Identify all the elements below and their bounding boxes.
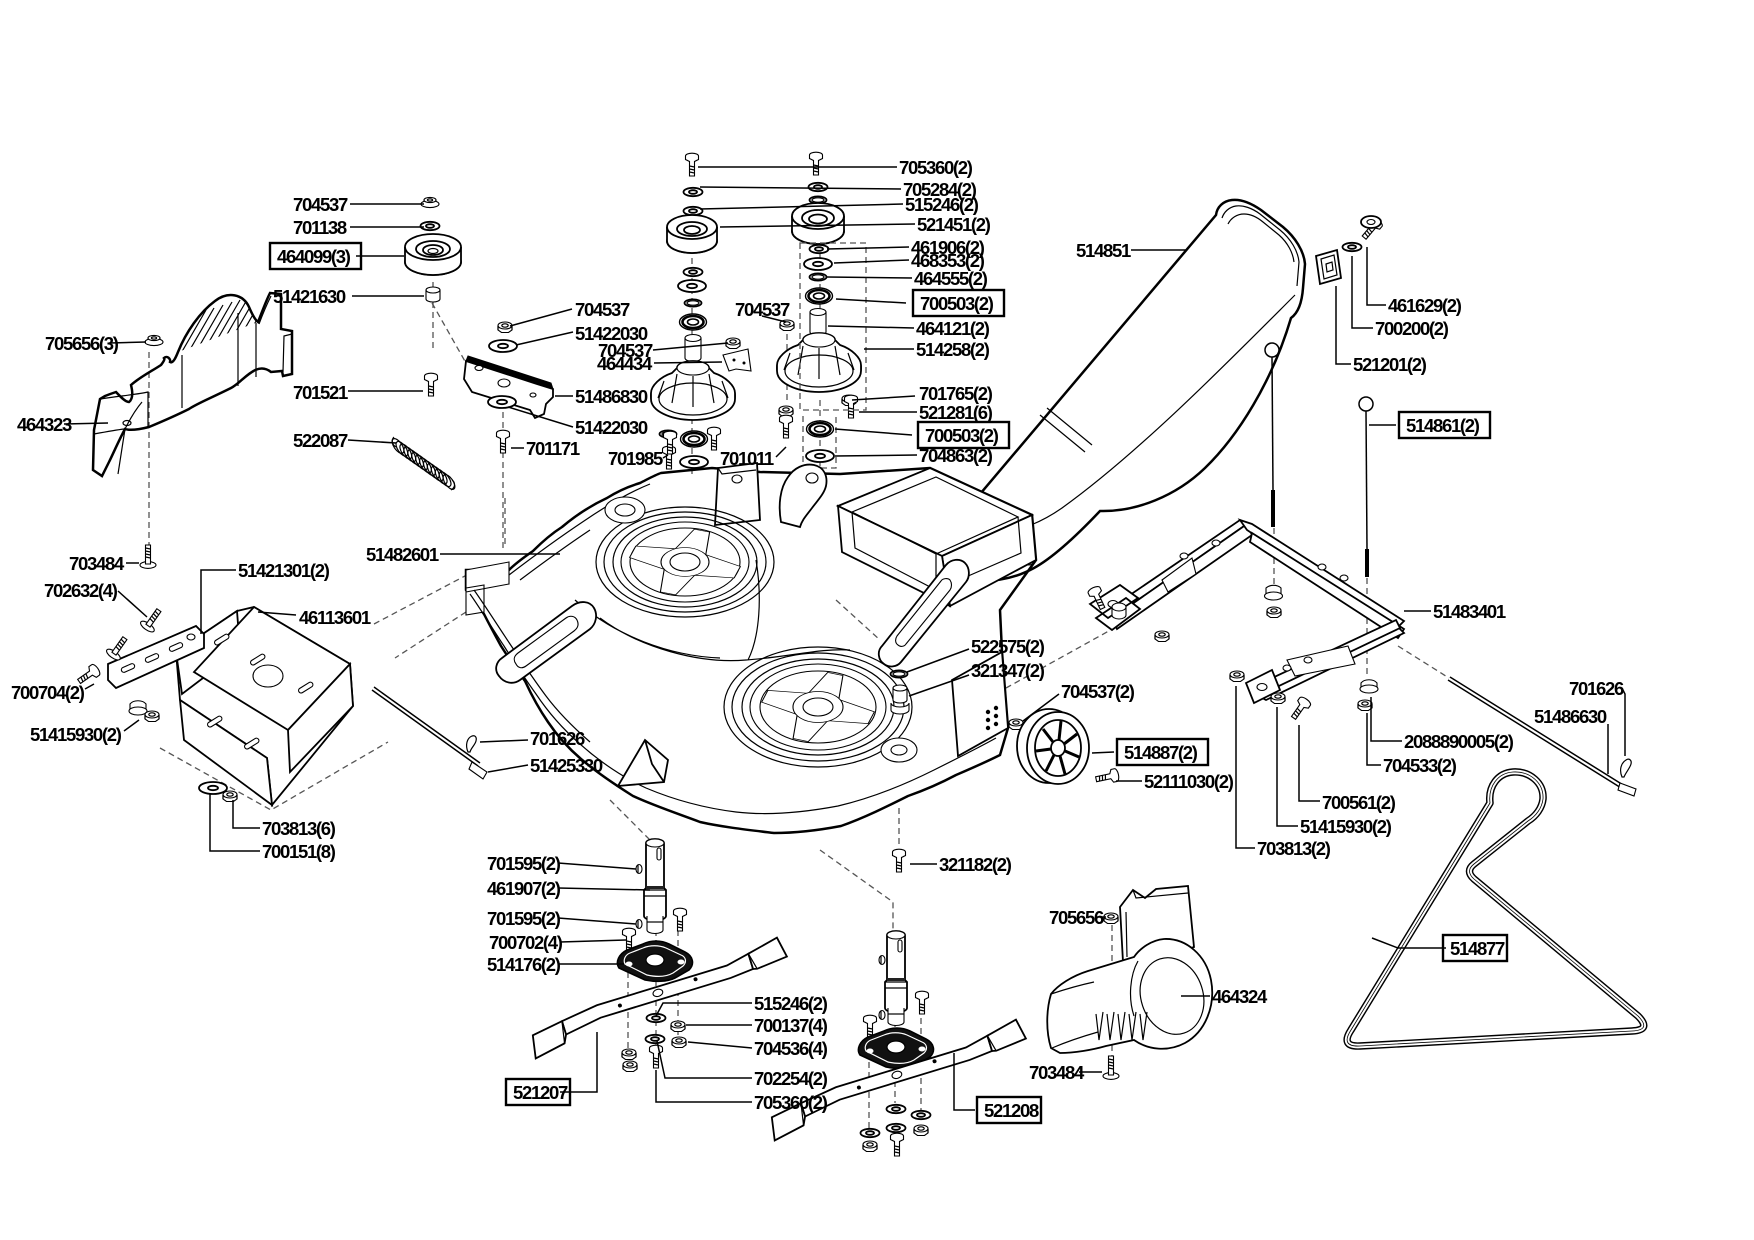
svg-text:464121(2): 464121(2) (916, 318, 990, 339)
svg-text:464434: 464434 (597, 353, 653, 374)
svg-text:704536(4): 704536(4) (754, 1038, 828, 1059)
svg-text:701626: 701626 (530, 728, 585, 749)
svg-text:514877: 514877 (1450, 938, 1505, 959)
svg-text:51486630: 51486630 (1534, 706, 1607, 727)
svg-text:704537: 704537 (575, 299, 630, 320)
svg-text:702254(2): 702254(2) (754, 1068, 828, 1089)
svg-text:521207: 521207 (513, 1082, 568, 1103)
svg-text:514258(2): 514258(2) (916, 339, 990, 360)
svg-text:701985: 701985 (608, 448, 663, 469)
svg-text:702632(4): 702632(4) (44, 580, 118, 601)
svg-text:51483401: 51483401 (1433, 601, 1506, 622)
svg-text:51422030: 51422030 (575, 417, 648, 438)
svg-text:704533(2): 704533(2) (1383, 755, 1457, 776)
svg-text:51422030: 51422030 (575, 323, 648, 344)
svg-text:700137(4): 700137(4) (754, 1015, 828, 1036)
svg-text:700503(2): 700503(2) (920, 293, 994, 314)
svg-text:701011: 701011 (720, 448, 774, 469)
svg-text:701595(2): 701595(2) (487, 908, 561, 929)
svg-text:514887(2): 514887(2) (1124, 742, 1198, 763)
svg-text:521281(6): 521281(6) (919, 402, 993, 423)
svg-text:522087: 522087 (293, 430, 348, 451)
svg-text:51421301(2): 51421301(2) (238, 560, 330, 581)
svg-text:468353(2): 468353(2) (911, 250, 985, 271)
svg-text:514861(2): 514861(2) (1406, 415, 1480, 436)
svg-text:52111030(2): 52111030(2) (1144, 771, 1234, 792)
svg-text:705360(2): 705360(2) (899, 157, 973, 178)
svg-text:700503(2): 700503(2) (925, 425, 999, 446)
svg-text:46113601: 46113601 (299, 607, 371, 628)
svg-text:464555(2): 464555(2) (914, 268, 988, 289)
svg-text:701765(2): 701765(2) (919, 383, 993, 404)
svg-text:701521: 701521 (293, 382, 348, 403)
svg-text:515246(2): 515246(2) (754, 993, 828, 1014)
svg-text:464099(3): 464099(3) (277, 246, 351, 267)
svg-text:464324: 464324 (1212, 986, 1268, 1007)
svg-text:704863(2): 704863(2) (919, 445, 993, 466)
svg-text:700561(2): 700561(2) (1322, 792, 1396, 813)
svg-text:515246(2): 515246(2) (905, 194, 979, 215)
svg-text:704537: 704537 (293, 194, 348, 215)
svg-text:701138: 701138 (293, 217, 347, 238)
svg-text:703813(6): 703813(6) (262, 818, 336, 839)
svg-text:51486830: 51486830 (575, 386, 648, 407)
svg-text:461906(2): 461906(2) (911, 237, 985, 258)
svg-text:321182(2): 321182(2) (939, 854, 1012, 875)
svg-text:701595(2): 701595(2) (487, 853, 561, 874)
svg-text:700702(4): 700702(4) (489, 932, 563, 953)
svg-text:705656(3): 705656(3) (45, 333, 119, 354)
svg-text:461907(2): 461907(2) (487, 878, 561, 899)
svg-text:703484: 703484 (69, 553, 125, 574)
svg-text:701171: 701171 (526, 438, 580, 459)
svg-text:2088890005(2): 2088890005(2) (1404, 731, 1514, 752)
svg-text:704537: 704537 (735, 299, 790, 320)
svg-text:51421630: 51421630 (273, 286, 346, 307)
svg-text:521451(2): 521451(2) (917, 214, 991, 235)
svg-text:321347(2): 321347(2) (971, 660, 1045, 681)
svg-text:705284(2): 705284(2) (903, 179, 977, 200)
svg-text:521201(2): 521201(2) (1353, 354, 1427, 375)
svg-text:522575(2): 522575(2) (971, 636, 1045, 657)
svg-text:704537(2): 704537(2) (1061, 681, 1135, 702)
svg-text:703813(2): 703813(2) (1257, 838, 1331, 859)
svg-text:700151(8): 700151(8) (262, 841, 336, 862)
svg-text:51415930(2): 51415930(2) (1300, 816, 1392, 837)
svg-text:700704(2): 700704(2) (11, 682, 85, 703)
svg-text:51482601: 51482601 (366, 544, 439, 565)
svg-text:705360(2): 705360(2) (754, 1092, 828, 1113)
svg-text:700200(2): 700200(2) (1375, 318, 1449, 339)
svg-text:703484: 703484 (1029, 1062, 1085, 1083)
svg-text:51425330: 51425330 (530, 755, 603, 776)
svg-text:705656: 705656 (1049, 907, 1104, 928)
svg-text:521208: 521208 (984, 1100, 1039, 1121)
svg-text:461629(2): 461629(2) (1388, 295, 1462, 316)
svg-text:701626: 701626 (1569, 678, 1624, 699)
svg-text:514176(2): 514176(2) (487, 954, 561, 975)
svg-text:514851: 514851 (1076, 240, 1131, 261)
svg-text:51415930(2): 51415930(2) (30, 724, 122, 745)
svg-text:464323: 464323 (17, 414, 72, 435)
svg-text:704537: 704537 (598, 340, 653, 361)
